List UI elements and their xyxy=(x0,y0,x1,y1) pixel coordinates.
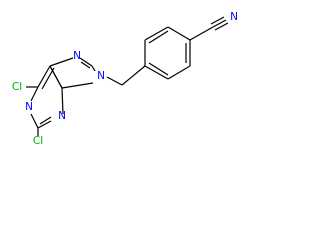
atom-n-pyrimidine-1: N xyxy=(25,101,33,113)
bond-c8-n9 xyxy=(91,65,96,72)
bond-n7-c8 xyxy=(79,57,93,67)
bond-c6-c5 xyxy=(37,65,51,88)
bond-ph2-ph3-double xyxy=(148,30,169,44)
bond-n9-c4 xyxy=(61,82,94,89)
bond-cn-triple-b xyxy=(210,16,225,25)
structure-canvas: Cl Cl N N N N N xyxy=(0,0,250,149)
bond-c4-c5-inner xyxy=(49,65,63,89)
bond-ph6-ph1 xyxy=(144,65,169,80)
atom-cl-bottom: Cl xyxy=(33,135,43,147)
molecule-drawing: Cl Cl N N N N N xyxy=(12,11,238,147)
bond-cn-triple-c xyxy=(214,22,229,31)
bond-ph3-ph4 xyxy=(167,26,191,41)
atom-n-nitrile: N xyxy=(230,11,238,23)
bond-c5-n7 xyxy=(49,57,74,67)
atom-n-imidazole-top: N xyxy=(73,50,81,62)
bond-c2-n3 xyxy=(37,120,52,129)
bond-n3-c4 xyxy=(61,87,64,115)
bond-ph4-cn xyxy=(189,26,214,41)
bond-cn-triple-a xyxy=(212,19,227,28)
bond-c2-n3-double xyxy=(39,116,52,125)
atom-cl-top: Cl xyxy=(12,81,22,93)
bond-c6-n1 xyxy=(30,86,39,102)
bond-n7-c8-double xyxy=(80,61,91,69)
bond-ph2-ph3 xyxy=(144,26,169,41)
bond-ph5-ph6 xyxy=(167,65,191,80)
bond-c6-c5-double xyxy=(41,67,55,90)
bond-n9-ch2 xyxy=(106,76,123,86)
atom-n-imidazole-9: N xyxy=(97,70,105,82)
bond-ch2-phenyl xyxy=(121,65,146,86)
bond-n1-c2 xyxy=(30,113,39,129)
bond-ph6-ph1-double xyxy=(148,62,169,76)
atom-n-pyrimidine-3: N xyxy=(58,110,66,122)
